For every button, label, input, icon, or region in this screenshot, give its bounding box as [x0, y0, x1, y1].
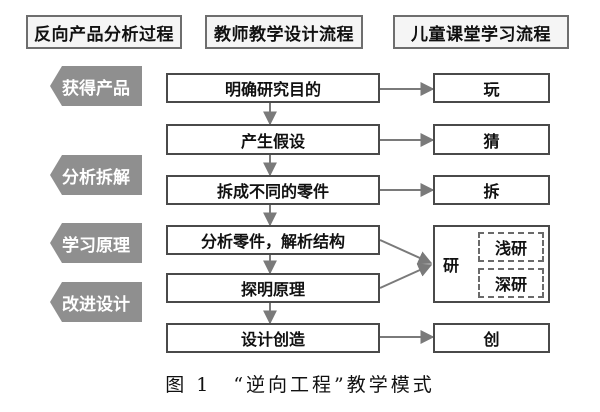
tag-get-product: 获得产品: [50, 66, 142, 106]
step-make-hypothesis: 产生假设: [166, 124, 380, 155]
header-reverse-analysis: 反向产品分析过程: [26, 15, 182, 49]
child-shallow-research: 浅研: [478, 232, 544, 262]
child-deep-research: 深研: [478, 268, 544, 298]
step-clarify-purpose: 明确研究目的: [166, 73, 380, 103]
child-research-label: 研: [443, 256, 460, 275]
tag-learn-principle: 学习原理: [50, 223, 142, 263]
arrow-s4-c4: [379, 239, 433, 265]
step-design-create: 设计创造: [166, 323, 380, 353]
step-analyze-structure: 分析零件，解析结构: [166, 225, 380, 255]
arrow-s5-c4: [379, 263, 433, 289]
figure-caption: 图 1 “逆向工程”教学模式: [165, 374, 435, 396]
header-child-learning: 儿童课堂学习流程: [393, 15, 569, 49]
step-disassemble-parts: 拆成不同的零件: [166, 175, 380, 205]
header-teacher-design: 教师教学设计流程: [205, 15, 363, 49]
child-create: 创: [433, 323, 550, 353]
child-guess: 猜: [433, 124, 550, 155]
child-disassemble: 拆: [433, 175, 550, 205]
tag-analyze-disassemble: 分析拆解: [50, 155, 142, 195]
step-discover-principle: 探明原理: [166, 273, 380, 303]
tag-improve-design: 改进设计: [50, 282, 142, 322]
child-play: 玩: [433, 73, 550, 103]
